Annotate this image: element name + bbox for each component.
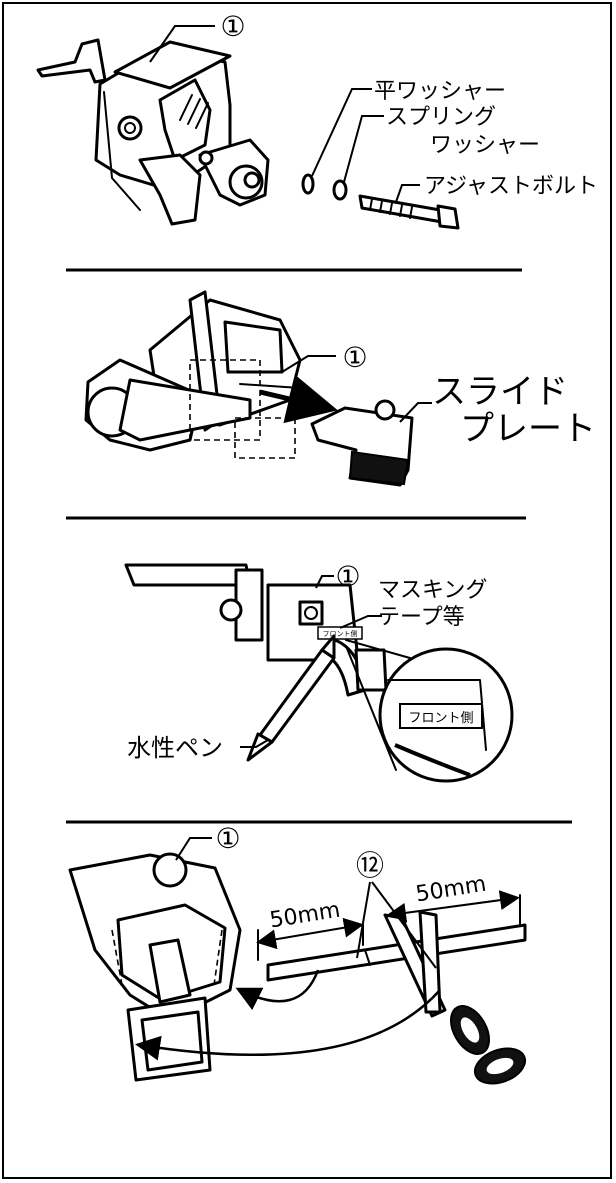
part-1-marker: ① xyxy=(220,10,245,43)
placement-arrow-1 xyxy=(235,969,320,1011)
label-length-left: 50mm xyxy=(268,898,342,934)
tape-marker-12: ⑫ xyxy=(356,849,384,882)
adjust-bolt xyxy=(358,194,460,230)
dimension-right xyxy=(386,890,520,923)
step-1: ① 平ワッシャー スプリング ワッシャー アジャストボルト xyxy=(36,10,598,230)
step-2: ① スライド プレート xyxy=(84,290,596,487)
step-3: フロント側 フロント側 ① マスキング テープ等 xyxy=(124,560,514,783)
label-spring-washer-line1: スプリング xyxy=(386,105,496,130)
label-masking-tape-line2: テープ等 xyxy=(378,605,465,630)
guide-assembly-4 xyxy=(68,852,242,1082)
guide-assembly-3: フロント側 xyxy=(124,563,388,697)
slide-direction-arrow xyxy=(259,374,338,424)
magnified-detail: フロント側 xyxy=(345,639,514,783)
guide-assembly-1 xyxy=(36,38,270,226)
part-1-marker-step3: ① xyxy=(335,560,360,593)
tape-text-small: フロント側 xyxy=(323,629,358,638)
placement-arrow-2 xyxy=(135,989,441,1061)
guide-assembly-2 xyxy=(84,290,302,459)
scissors xyxy=(383,910,527,1085)
label-masking-tape-line1: マスキング xyxy=(378,578,487,603)
masking-tape-zoom xyxy=(399,703,483,729)
dimension-left xyxy=(256,917,364,950)
label-slide-plate-line2: プレート xyxy=(460,409,596,449)
tape-text-zoom: フロント側 xyxy=(408,711,473,726)
label-spring-washer-line2: ワッシャー xyxy=(430,133,540,158)
step-4: 50mm 50mm ① ⑫ xyxy=(68,822,527,1085)
label-water-pen: 水性ペン xyxy=(127,734,223,762)
callout-part-1: ① xyxy=(149,10,246,63)
label-length-right: 50mm xyxy=(414,872,488,908)
part-1-marker-step4: ① xyxy=(215,822,240,855)
part-1-marker-step2: ① xyxy=(342,341,367,374)
label-adjust-bolt: アジャストボルト xyxy=(424,174,598,199)
label-flat-washer: 平ワッシャー xyxy=(374,79,506,104)
spring-washer xyxy=(332,179,348,201)
label-slide-plate-line1: スライド xyxy=(432,372,568,412)
slide-plate xyxy=(310,399,414,487)
flat-washer xyxy=(301,173,315,195)
